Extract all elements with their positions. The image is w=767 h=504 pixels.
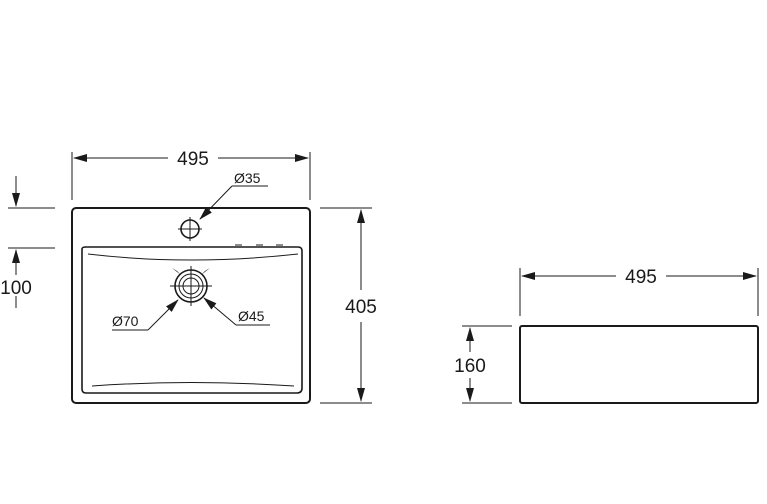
side-width-dimension: 495 — [519, 267, 759, 316]
basin-inner-bowl — [81, 246, 303, 394]
tap-hole-leader: Ø35 — [199, 170, 268, 220]
side-profile-outline — [519, 325, 759, 404]
waste-inner-diameter-label: Ø45 — [238, 308, 265, 324]
waste-outer-diameter-label: Ø70 — [112, 313, 139, 329]
top-depth-dimension: 405 — [320, 207, 377, 404]
waste-inner-leader: Ø45 — [203, 297, 270, 326]
tap-offset-dimension: 100 — [0, 176, 55, 308]
side-view: 495 160 — [454, 267, 759, 404]
waste-outlet — [170, 266, 212, 306]
side-height-dimension: 160 — [454, 325, 512, 404]
top-depth-label: 405 — [345, 297, 377, 318]
tap-hole — [178, 217, 202, 241]
tap-hole-diameter-label: Ø35 — [234, 170, 261, 186]
basin-bowl-bottom-rim — [91, 382, 295, 387]
tap-offset-label: 100 — [0, 278, 32, 299]
basin-outer-outline — [71, 207, 311, 404]
top-width-label: 495 — [177, 149, 209, 170]
side-width-label: 495 — [625, 267, 657, 288]
waste-outer-leader: Ø70 — [112, 299, 179, 331]
side-height-label: 160 — [454, 356, 486, 377]
basin-bowl-rim — [87, 253, 299, 261]
top-width-dimension: 495 — [71, 149, 311, 200]
top-view: 495 Ø35 Ø70 Ø45 405 — [0, 149, 377, 404]
